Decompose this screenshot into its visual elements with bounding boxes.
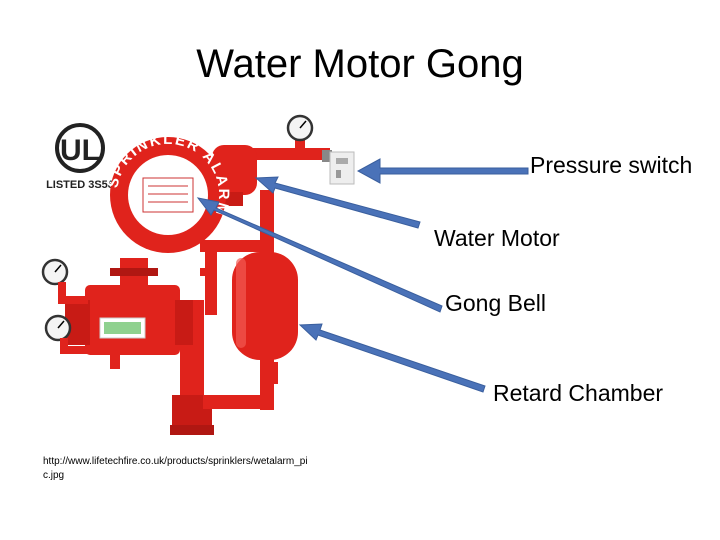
label-water-motor: Water Motor xyxy=(434,225,560,251)
alarm-valve xyxy=(65,258,214,435)
ul-logo: UL LISTED 3S58 xyxy=(46,123,114,191)
label-gong-bell: Gong Bell xyxy=(445,290,547,316)
arrow-pressure-switch xyxy=(356,158,529,184)
gauge-lower-icon xyxy=(44,314,88,354)
drain-fittings xyxy=(110,268,278,384)
arrow-retard-chamber xyxy=(298,323,486,393)
label-pressure-switch: Pressure switch xyxy=(530,152,693,178)
pressure-switch xyxy=(322,150,355,185)
retard-chamber xyxy=(232,252,298,360)
label-retard-chamber: Retard Chamber xyxy=(493,380,664,406)
image-source-link[interactable]: http://www.lifetechfire.co.uk/products/s… xyxy=(43,456,308,481)
slide-title: Water Motor Gong xyxy=(196,42,524,86)
ul-logo-mark: UL xyxy=(60,134,100,167)
gauge-upper-icon xyxy=(41,258,88,304)
gauge-top-icon xyxy=(286,114,314,142)
gong-bell: SPRINKLER ALARM xyxy=(104,131,230,253)
ul-listed-text: LISTED 3S58 xyxy=(46,179,114,191)
arrow-gong-bell xyxy=(196,197,443,313)
arrow-water-motor xyxy=(254,176,421,229)
pointer-arrows xyxy=(196,158,529,393)
